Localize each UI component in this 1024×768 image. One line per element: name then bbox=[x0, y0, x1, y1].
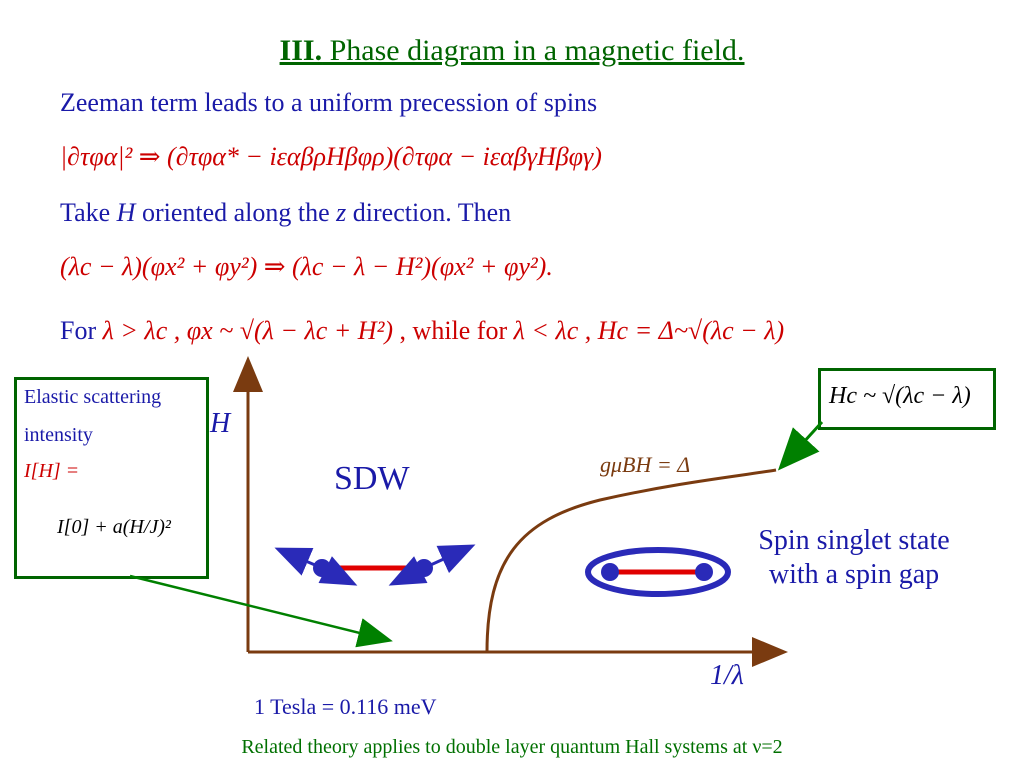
intro-text: Zeeman term leads to a uniform precessio… bbox=[60, 88, 598, 117]
elastic-scattering-box: Elastic scattering intensity I[H] = I[0]… bbox=[14, 377, 209, 579]
hc-box: Hc ~ √(λc − λ) bbox=[818, 368, 996, 430]
take-word: Take bbox=[60, 198, 111, 227]
hc-pointer-arrow bbox=[777, 420, 824, 471]
for-line: For λ > λc , φx ~ √(λ − λc + H²) , while… bbox=[60, 316, 784, 346]
sdw-dimer bbox=[274, 544, 476, 586]
equation-1: |∂τφα|² ⇒ (∂τφα* − iεαβρHβφρ)(∂τφα − iεα… bbox=[60, 142, 602, 172]
elastic-formula: I[0] + a(H/J)² bbox=[57, 516, 171, 538]
title-text: Phase diagram in a magnetic field. bbox=[322, 34, 745, 67]
singlet-dimer bbox=[585, 547, 731, 597]
elastic-line-2: intensity bbox=[24, 424, 93, 446]
footer-note: Related theory applies to double layer q… bbox=[241, 736, 783, 758]
elastic-line-1: Elastic scattering bbox=[24, 386, 162, 408]
singlet-site-left bbox=[601, 563, 619, 581]
for-word: For bbox=[60, 316, 97, 345]
take-z: z bbox=[336, 198, 347, 227]
phase-boundary-curve bbox=[485, 468, 777, 653]
for-while: , while for bbox=[399, 316, 508, 345]
singlet-label: Spin singlet state with a spin gap bbox=[730, 524, 978, 592]
slide-title: III. Phase diagram in a magnetic field. bbox=[0, 34, 1024, 68]
singlet-site-right bbox=[695, 563, 713, 581]
sdw-site-left bbox=[313, 559, 331, 577]
x-axis-label: 1/λ bbox=[710, 660, 744, 691]
sdw-label: SDW bbox=[334, 460, 410, 497]
title-number: III. bbox=[279, 34, 323, 67]
take-end: direction. Then bbox=[352, 198, 512, 227]
elastic-line-3: I[H] = bbox=[24, 460, 80, 482]
y-axis-label: H bbox=[210, 408, 231, 439]
equation-1-text: |∂τφα|² ⇒ (∂τφα* − iεαβρHβφρ)(∂τφα − iεα… bbox=[60, 142, 602, 171]
take-mid: oriented along the bbox=[141, 198, 330, 227]
singlet-label-line-2: with a spin gap bbox=[768, 559, 940, 590]
elastic-pointer-arrow bbox=[129, 574, 393, 648]
sdw-site-right bbox=[415, 559, 433, 577]
equation-2: (λc − λ)(φx² + φy²) ⇒ (λc − λ − H²)(φx² … bbox=[60, 252, 553, 282]
tesla-conversion: 1 Tesla = 0.116 meV bbox=[254, 694, 437, 719]
for-phi-expression: φx ~ √(λ − λc + H²) bbox=[186, 316, 394, 345]
singlet-ellipse bbox=[585, 547, 731, 597]
take-line: Take H oriented along the z direction. T… bbox=[60, 198, 511, 228]
equation-2-text: (λc − λ)(φx² + φy²) ⇒ (λc − λ − H²)(φx² … bbox=[60, 252, 553, 281]
for-condition-2: λ < λc , Hc = Δ~√(λc − λ) bbox=[513, 316, 785, 345]
for-condition-1: λ > λc , bbox=[102, 316, 181, 345]
singlet-label-line-1: Spin singlet state bbox=[758, 525, 950, 556]
curve-label: gμBH = Δ bbox=[600, 452, 691, 477]
hc-formula: Hc ~ √(λc − λ) bbox=[829, 383, 971, 409]
take-h: H bbox=[116, 198, 136, 227]
